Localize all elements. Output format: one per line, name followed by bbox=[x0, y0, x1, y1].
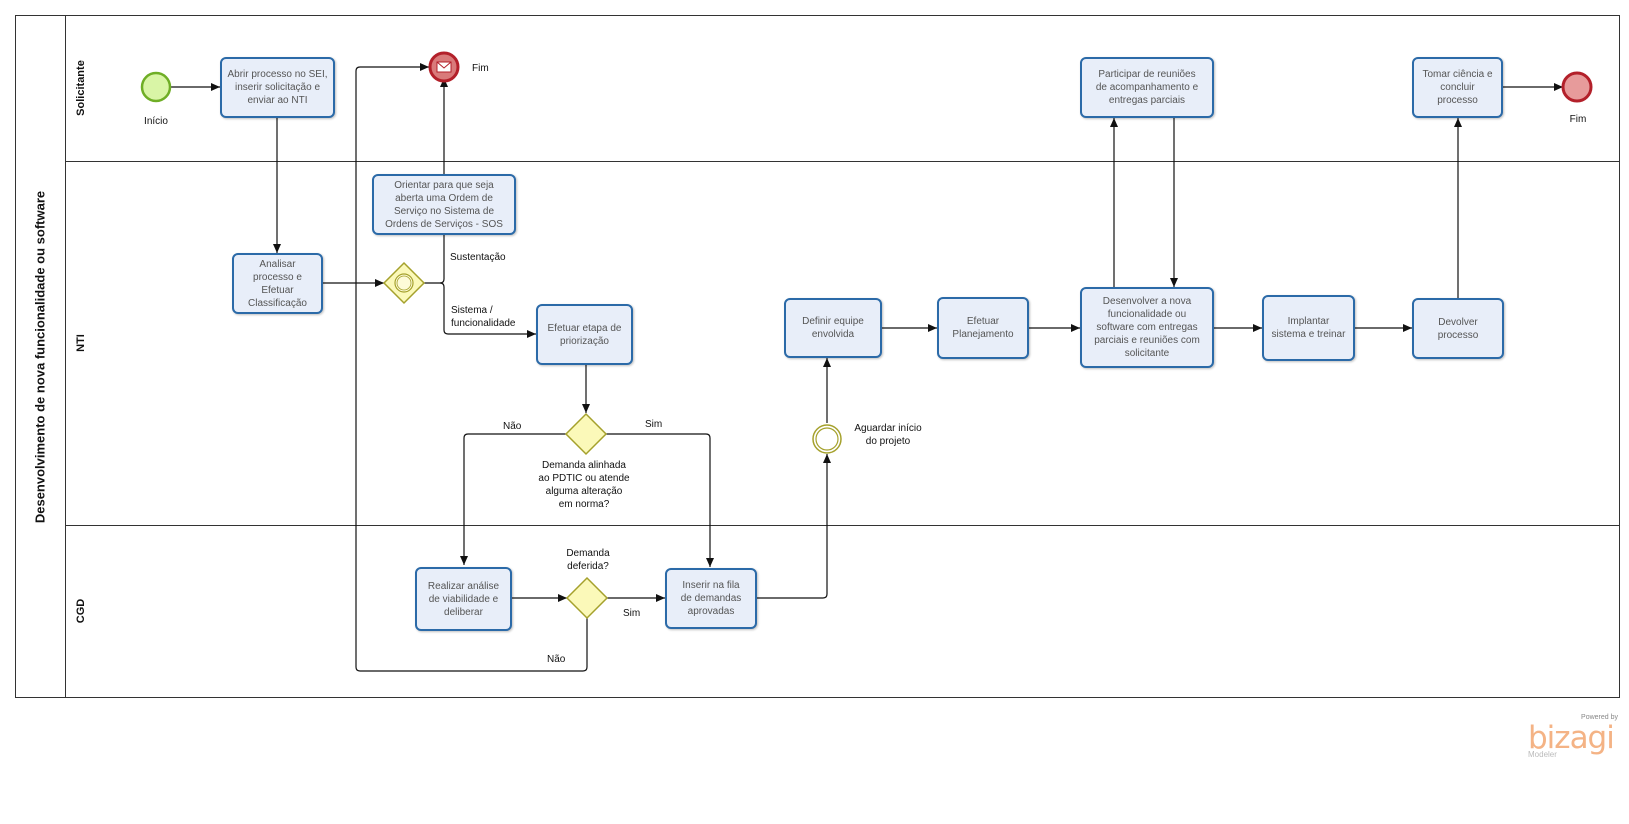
gateway-demanda-deferida-label: Demanda deferida? bbox=[566, 548, 610, 572]
flow-sistema bbox=[439, 282, 536, 338]
classification-gateway bbox=[382, 261, 426, 305]
pool-title-band bbox=[15, 15, 66, 698]
end-message-event bbox=[428, 51, 460, 83]
aguardar-event-label: Aguardar início do projeto bbox=[854, 423, 922, 447]
gateway-demanda-deferida bbox=[565, 576, 609, 620]
task-definir-equipe[interactable]: Definir equipe envolvida bbox=[784, 298, 882, 358]
task-desenvolver[interactable]: Desenvolver a nova funcionalidade ou sof… bbox=[1080, 287, 1214, 368]
flow-sim-alinhada bbox=[606, 433, 714, 567]
logo-powered-by: Powered by bbox=[1581, 714, 1618, 721]
flow-label-sustentacao: Sustentação bbox=[450, 252, 506, 263]
logo-product: Modeler bbox=[1528, 750, 1557, 759]
task-efetuar-planejamento[interactable]: Efetuar Planejamento bbox=[937, 297, 1029, 359]
task-realizar-analise[interactable]: Realizar análise de viabilidade e delibe… bbox=[415, 567, 512, 631]
task-inserir-fila[interactable]: Inserir na fila de demandas aprovadas bbox=[665, 568, 757, 629]
flow-nao-alinhada bbox=[460, 433, 566, 565]
task-tomar-ciencia[interactable]: Tomar ciência e concluir processo bbox=[1412, 57, 1503, 118]
gateway-demanda-alinhada bbox=[564, 412, 608, 456]
start-event bbox=[140, 71, 172, 103]
pool bbox=[15, 15, 1620, 698]
end-message-event-label: Fim bbox=[472, 63, 489, 74]
flow-nao-deferida bbox=[355, 63, 588, 672]
task-analisar-processo[interactable]: Analisar processo e Efetuar Classificaçã… bbox=[232, 253, 323, 314]
aguardar-event bbox=[812, 424, 842, 454]
flow-label-nao-deferida: Não bbox=[547, 654, 566, 665]
task-participar-reunioes[interactable]: Participar de reuniões de acompanhamento… bbox=[1080, 57, 1214, 118]
task-implantar-sistema[interactable]: Implantar sistema e treinar bbox=[1262, 295, 1355, 361]
gateway-demanda-alinhada-label: Demanda alinhada ao PDTIC ou atende algu… bbox=[538, 460, 630, 510]
lane-divider bbox=[66, 525, 1620, 526]
flow-label-sistema: Sistema / funcionalidade bbox=[451, 305, 516, 329]
flow-label-nao-alinhada: Não bbox=[503, 421, 522, 432]
end-event bbox=[1561, 71, 1593, 103]
logo-name: bizagi bbox=[1528, 720, 1615, 756]
task-abrir-processo[interactable]: Abrir processo no SEI, inserir solicitaç… bbox=[220, 57, 335, 118]
flow-label-sim-deferida: Sim bbox=[623, 608, 641, 619]
flow-label-sim-alinhada: Sim bbox=[645, 419, 663, 430]
end-event-label: Fim bbox=[1569, 114, 1587, 125]
task-orientar-os[interactable]: Orientar para que seja aberta uma Ordem … bbox=[372, 174, 516, 235]
task-efetuar-priorizacao[interactable]: Efetuar etapa de priorização bbox=[536, 304, 633, 365]
lane-divider bbox=[66, 161, 1620, 162]
bizagi-logo: Powered by bizagi Modeler bbox=[1528, 714, 1618, 759]
flow-inserir-to-aguardar bbox=[757, 454, 831, 599]
start-event-label: Início bbox=[144, 116, 168, 127]
task-devolver-processo[interactable]: Devolver processo bbox=[1412, 298, 1504, 359]
